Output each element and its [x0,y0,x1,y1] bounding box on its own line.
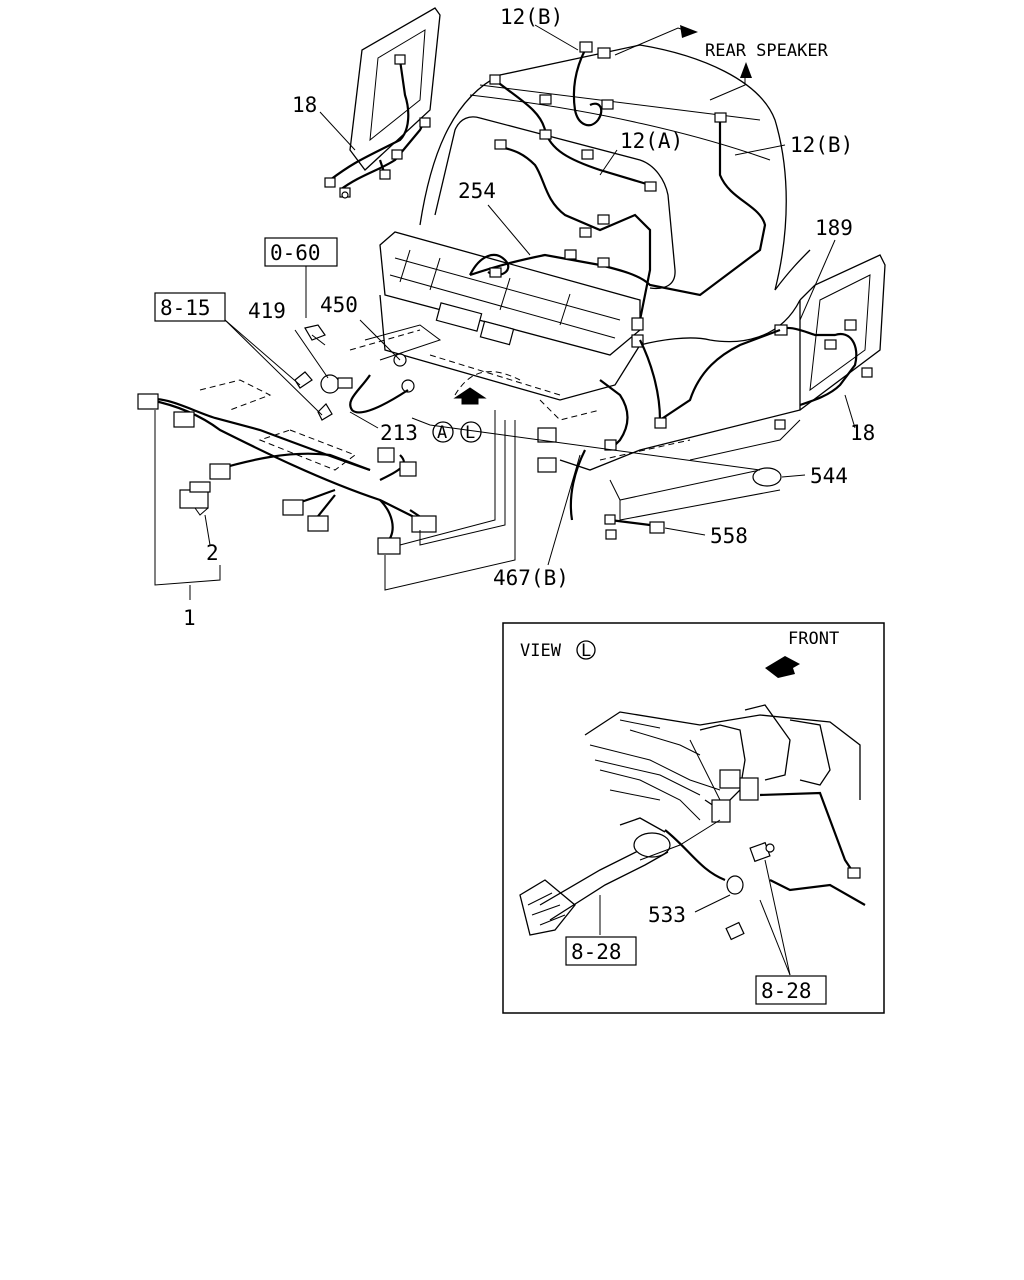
callout-419: 419 [248,299,286,323]
callout-467b: 467(B) [493,566,569,590]
inset-ref-8-28-b: 8-28 [761,979,812,1003]
callout-254: 254 [458,179,496,203]
callout-544: 544 [810,464,848,488]
circle-l-marker [460,421,482,443]
inset-front-arrow-icon [765,656,800,678]
inset-ref-box-8-28-a [565,936,637,966]
ref-8-15: 8-15 [160,296,211,320]
callout-12b-top: 12(B) [500,5,563,29]
ref-0-60: 0-60 [270,241,321,265]
inset-callout-533: 533 [648,903,686,927]
inset-front-label: FRONT [788,629,839,649]
callout-18-right: 18 [850,421,875,445]
ref-box-8-15 [154,292,226,322]
inset-view-circle-label: L [581,641,591,661]
inset-ref-8-28-a: 8-28 [571,940,622,964]
circle-a-label: A [437,423,447,443]
right-door [774,254,886,430]
side-harness [537,328,782,540]
callout-213: 213 [380,421,418,445]
rear-speaker-label: REAR SPEAKER [705,41,829,61]
left-door [324,7,441,199]
cab-body [379,44,811,521]
callout-labels: 12(B) REAR SPEAKER 18 12(A) 12(B) 254 18… [154,5,875,630]
callout-450: 450 [320,293,358,317]
circle-a-marker [432,421,454,443]
callout-2: 2 [206,541,219,565]
callout-189: 189 [815,216,853,240]
inset-view-l: VIEW L FRONT [502,622,885,1014]
leader-lines [154,24,856,600]
inset-ref-box-8-28-b [755,975,827,1005]
inset-view-label: VIEW [520,641,562,661]
callout-18-left: 18 [292,93,317,117]
circle-l-label: L [465,423,475,443]
callout-1: 1 [183,606,196,630]
callout-12b-right: 12(B) [790,133,853,157]
roof-harness [469,41,767,348]
ref-box-0-60 [264,237,338,267]
callout-558: 558 [710,524,748,548]
inset-frame [502,622,885,1014]
center-parts [294,324,487,421]
callout-12a: 12(A) [620,129,683,153]
front-harness [137,379,516,591]
inset-view-circle-marker [576,640,596,660]
